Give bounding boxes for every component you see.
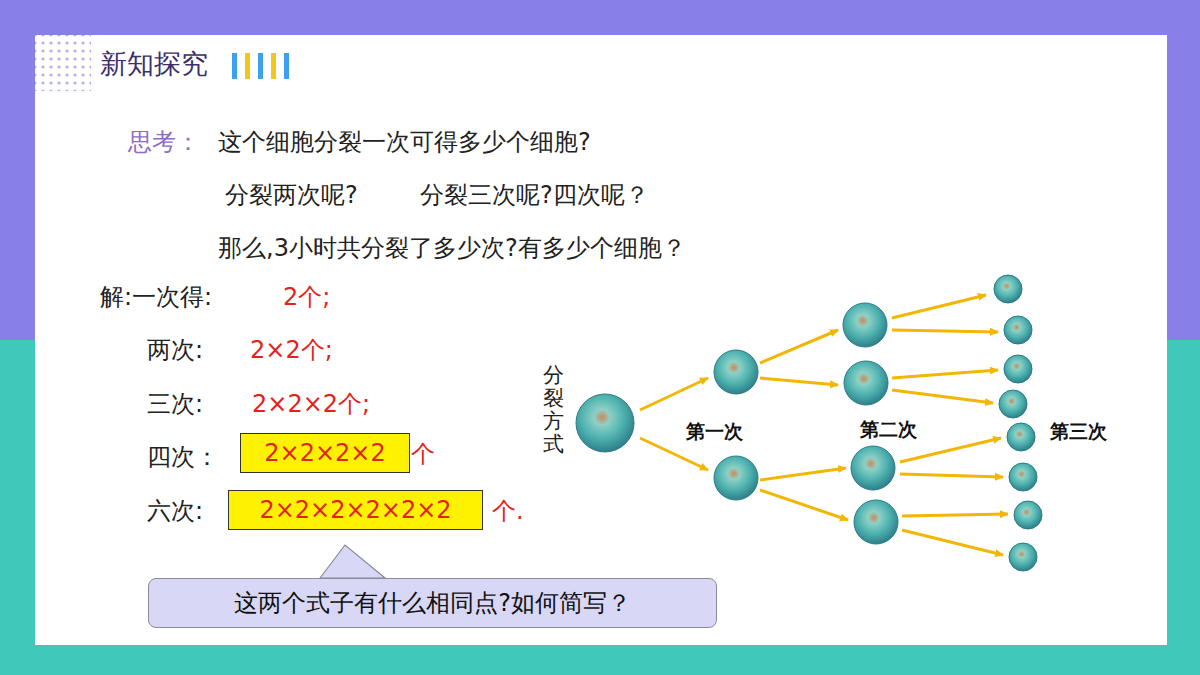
answer-value: 2×2个;	[250, 336, 333, 365]
answer-value: 2×2×2个;	[252, 390, 370, 419]
answer-label: 六次:	[147, 497, 203, 526]
dot-grid	[35, 35, 91, 91]
box-text: 2×2×2×2	[264, 439, 385, 468]
unit-text: 个.	[492, 497, 524, 526]
prompt-label: 思考：	[128, 128, 200, 157]
question-text: 这个细胞分裂一次可得多少个细胞?	[218, 128, 591, 157]
question-text: 那么,3小时共分裂了多少次?有多少个细胞？	[218, 234, 686, 263]
division-arrows	[640, 295, 1008, 555]
unit-text: 个	[411, 440, 435, 469]
slide-title: 新知探究	[100, 48, 208, 80]
step-label: 第一次	[686, 420, 743, 443]
question-text: 分裂三次呢?四次呢？	[420, 181, 649, 210]
step-label: 第三次	[1050, 420, 1107, 443]
white-panel	[35, 35, 1167, 645]
speech-bubble: 这两个式子有什么相同点?如何简写？	[148, 578, 717, 628]
answer-label: 两次:	[147, 336, 203, 365]
callout-pointer	[320, 545, 385, 578]
box-text: 2×2×2×2×2×2	[259, 496, 451, 525]
box-text: 这两个式子有什么相同点?如何简写？	[234, 589, 631, 618]
answer-label: 解:一次得:	[100, 283, 212, 312]
answer-label: 四次：	[147, 443, 219, 472]
answer-value: 2个;	[283, 283, 330, 312]
highlight-box: 2×2×2×2	[240, 433, 410, 473]
title-bars	[232, 53, 289, 79]
highlight-box: 2×2×2×2×2×2	[228, 490, 483, 530]
cells	[576, 275, 1042, 571]
vertical-caption: 分裂方式	[543, 364, 564, 456]
step-label: 第二次	[860, 418, 917, 441]
answer-label: 三次:	[147, 390, 203, 419]
question-text: 分裂两次呢?	[225, 181, 358, 210]
